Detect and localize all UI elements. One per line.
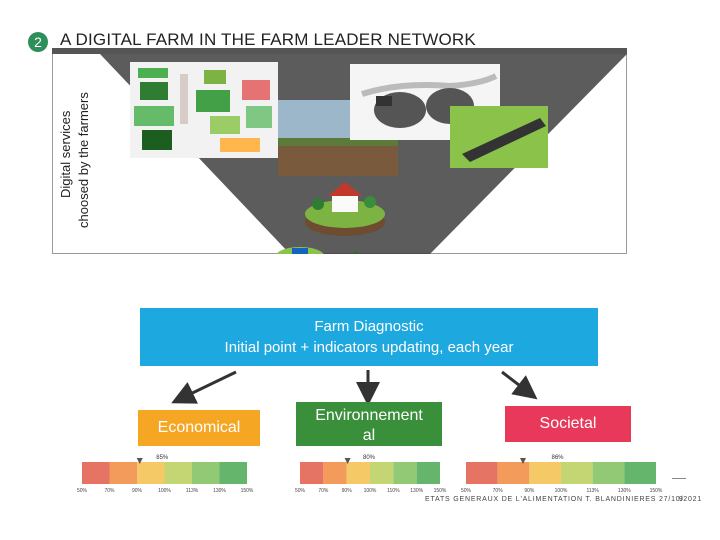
- gauge-tick-label: 70%: [493, 488, 504, 494]
- gauge-tick-label: 100%: [555, 488, 568, 494]
- gauge-tick-label: 150%: [650, 488, 663, 494]
- gauge-tick-label: 90%: [342, 488, 353, 494]
- gauge-tick-label: 113%: [186, 488, 199, 494]
- gauge-band: [300, 462, 324, 484]
- gauge-tick-label: 110%: [387, 488, 400, 494]
- gauge-tick-label: 150%: [434, 488, 447, 494]
- gauge-band: [82, 462, 110, 484]
- farm-house-image: [305, 182, 385, 236]
- smart-glasses-image: [350, 64, 500, 140]
- gauge-band: [466, 462, 498, 484]
- gauge-band: [137, 462, 165, 484]
- gauge-band: [416, 462, 440, 484]
- gauge-band: [109, 462, 137, 484]
- gauge-tick-label: 113%: [586, 488, 599, 494]
- gauge-tick-label: 70%: [318, 488, 329, 494]
- gauge-tick-label: 50%: [77, 488, 88, 494]
- gauge-value-label: 80%: [363, 455, 376, 461]
- gauge-band: [370, 462, 394, 484]
- gauge-tick-label: 50%: [461, 488, 472, 494]
- footer-rule: [672, 478, 686, 479]
- gauge-value-label: 86%: [552, 455, 565, 461]
- gauge-band: [624, 462, 656, 484]
- gauge-tick-label: 130%: [618, 488, 631, 494]
- tractor-field-image: [276, 247, 324, 254]
- field-map-image: [130, 62, 278, 158]
- farm-diagnostic-banner: Farm Diagnostic Initial point + indicato…: [140, 308, 598, 366]
- gauge-band: [323, 462, 347, 484]
- gauge-band: [393, 462, 417, 484]
- gauge-band: [529, 462, 561, 484]
- gauge-band: [164, 462, 192, 484]
- gauge-band: [592, 462, 625, 484]
- societal-box: Societal: [505, 406, 631, 442]
- gauge-tick-label: 90%: [524, 488, 535, 494]
- environmental-box: Environnement al: [296, 402, 442, 446]
- page-number: 9: [679, 496, 683, 503]
- gauge-tick-label: 50%: [295, 488, 306, 494]
- banner-title: Farm Diagnostic: [314, 318, 424, 335]
- gauge-tick-label: 90%: [132, 488, 143, 494]
- gauge-marker: [136, 458, 143, 464]
- gauge-band: [561, 462, 593, 484]
- environmental-label-line1: Environnement: [315, 407, 423, 424]
- gauge-band: [497, 462, 530, 484]
- gauge-marker: [520, 458, 526, 464]
- arrow-to-societal: [501, 370, 538, 400]
- gauge-band: [346, 462, 370, 484]
- gauge-tick-label: 100%: [158, 488, 171, 494]
- environmental-label-line2: al: [362, 427, 376, 444]
- soil-sensor-image: [450, 106, 548, 168]
- frame-top-bar: [52, 48, 627, 54]
- gauge-1: 85% 50% 70% 90% 100% 113% 130% 150%: [77, 455, 254, 494]
- gauge-marker: [344, 458, 351, 464]
- gauge-tick-label: 100%: [364, 488, 377, 494]
- gauge-tick-label: 130%: [410, 488, 423, 494]
- arrow-to-economical: [171, 370, 237, 404]
- gauge-value-label: 85%: [156, 455, 169, 461]
- banner-subtitle: Initial point + indicators updating, eac…: [224, 339, 514, 356]
- gauge-tick-label: 130%: [213, 488, 226, 494]
- economical-box: Economical: [138, 410, 260, 446]
- footer-text: ETATS GENERAUX DE L'ALIMENTATION T. BLAN…: [425, 496, 703, 503]
- gauge-tick-label: 150%: [241, 488, 254, 494]
- gauge-tick-label: 70%: [104, 488, 115, 494]
- crops-field-image: [354, 252, 358, 254]
- gauge-2: 80% 50% 70% 90% 100% 110% 130% 150%: [295, 455, 447, 494]
- gauge-band: [192, 462, 220, 484]
- gauge-band: [219, 462, 247, 484]
- services-funnel-illustration: [100, 54, 627, 254]
- gauge-3: 86% 50% 70% 90% 100% 113% 130% 150%: [461, 455, 663, 494]
- section-number-badge: 2: [28, 32, 48, 52]
- page-title: A DIGITAL FARM IN THE FARM LEADER NETWOR…: [60, 30, 476, 49]
